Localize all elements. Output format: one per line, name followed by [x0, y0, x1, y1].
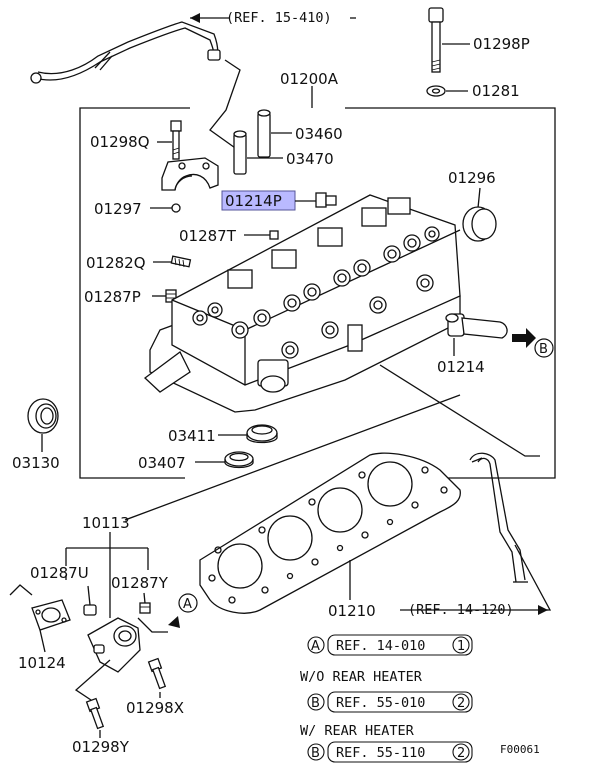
ref-top-label: (REF. 15-410) — [226, 10, 332, 26]
label-01214p[interactable]: 01214P — [225, 192, 282, 210]
label-01296: 01296 — [448, 169, 496, 187]
label-01214: 01214 — [437, 358, 485, 376]
plug-01287y — [139, 602, 151, 614]
label-10113: 10113 — [82, 514, 130, 532]
label-03411: 03411 — [168, 427, 216, 445]
arrow-to-b — [512, 328, 536, 348]
label-01297: 01297 — [94, 200, 142, 218]
stud-01282q — [170, 255, 192, 268]
legend-row1-num-circle — [452, 636, 470, 654]
water-pipe-top — [30, 21, 221, 84]
ref-mid-label: (REF. 14-120) — [408, 602, 514, 618]
legend-row2-marker-circle — [307, 693, 325, 711]
ref-top-arrow — [190, 13, 200, 23]
seal-03411 — [246, 424, 278, 444]
label-01287y: 01287Y — [111, 574, 169, 592]
label-01298y: 01298Y — [72, 738, 130, 756]
label-01200a: 01200A — [280, 70, 339, 88]
plug-01287p — [165, 289, 177, 303]
label-10124: 10124 — [18, 654, 66, 672]
label-03460: 03460 — [295, 125, 343, 143]
plug-01287u — [83, 604, 97, 616]
seal-03407 — [224, 451, 254, 469]
pipe-leader — [209, 59, 246, 156]
figure-code: F00061 — [500, 743, 540, 756]
label-01287u: 01287U — [30, 564, 89, 582]
legend-heading-wo: W/O REAR HEATER — [300, 669, 423, 685]
thermostat-housing — [87, 617, 141, 673]
label-01282q: 01282Q — [86, 254, 146, 272]
shaft-03470 — [233, 130, 247, 175]
legend-row2-num: 2 — [457, 696, 465, 711]
label-03130: 03130 — [12, 454, 60, 472]
label-01210: 01210 — [328, 602, 376, 620]
legend-row1-marker-circle — [307, 636, 325, 654]
bearing-cap — [161, 157, 219, 191]
cylinder-head-frame — [79, 86, 556, 479]
fitting-01214p — [315, 192, 337, 208]
label-03470: 03470 — [286, 150, 334, 168]
leader-10113 — [124, 394, 461, 521]
marker-b-label: B — [539, 342, 548, 357]
legend-heading-w: W/ REAR HEATER — [300, 723, 415, 739]
label-01298x: 01298X — [126, 699, 184, 717]
bolt-01298q — [170, 120, 182, 160]
legend-row1-marker: A — [311, 639, 320, 654]
label-01287t: 01287T — [179, 227, 237, 245]
label-03407: 03407 — [138, 454, 186, 472]
legend: A REF. 14-010 1 W/O REAR HEATER B REF. 5… — [300, 634, 473, 763]
label-01298p: 01298P — [473, 35, 530, 53]
bolt-01298x — [147, 657, 167, 690]
seal-03130 — [27, 398, 59, 434]
legend-row3-box — [327, 741, 473, 763]
bolt-01298p — [428, 7, 444, 73]
shaft-03460 — [257, 109, 271, 158]
dowel-01297 — [171, 203, 181, 213]
label-01287p: 01287P — [84, 288, 141, 306]
washer-01281 — [426, 85, 446, 97]
marker-a-label: A — [183, 597, 192, 612]
ref-mid-arrow — [538, 605, 548, 615]
plug-01287t — [269, 230, 279, 240]
legend-row2-ref: REF. 55-010 — [336, 695, 425, 711]
legend-row2-box — [327, 691, 473, 713]
legend-row1-num: 1 — [457, 639, 465, 654]
leader-hose — [379, 364, 540, 457]
legend-row1-ref: REF. 14-010 — [336, 638, 425, 654]
label-01298q: 01298Q — [90, 133, 150, 151]
cylinder-head — [143, 194, 461, 413]
legend-row3-marker-circle — [307, 743, 325, 761]
legend-row2-marker: B — [311, 696, 320, 711]
hose-leader — [514, 544, 552, 611]
legend-row2-num-circle — [452, 693, 470, 711]
legend-row1-box — [327, 634, 473, 656]
bolt-01298y — [85, 697, 105, 730]
marker-a-circle — [178, 593, 198, 613]
hose-ref-14-120 — [469, 452, 528, 583]
plug-01296 — [462, 206, 497, 242]
legend-row3-ref: REF. 55-110 — [336, 745, 425, 761]
legend-row3-marker: B — [311, 746, 320, 761]
legend-row3-num-circle — [452, 743, 470, 761]
label-01281: 01281 — [472, 82, 520, 100]
marker-b-circle — [534, 338, 554, 358]
gasket-10124 — [31, 599, 71, 631]
outlet-01214 — [445, 313, 508, 339]
head-gasket-01210 — [199, 452, 461, 614]
legend-row3-num: 2 — [457, 746, 465, 761]
arrow-to-a — [168, 616, 180, 628]
